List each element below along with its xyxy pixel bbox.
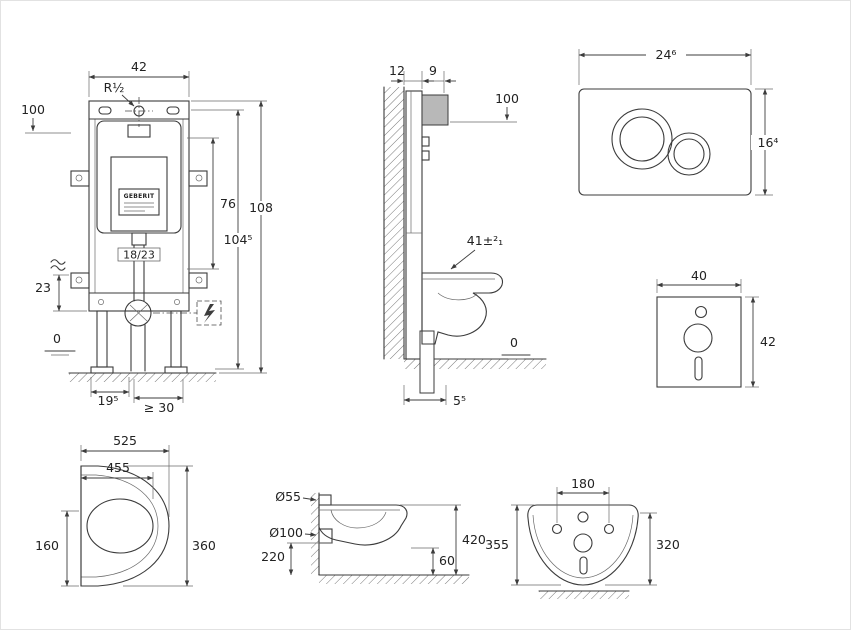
- dim-mat-height: 42: [760, 334, 776, 349]
- dim-19-5: 19⁵: [98, 393, 119, 408]
- flush-plate-view: 24⁶ 16⁴: [578, 47, 785, 196]
- dim-water-connection: R½: [104, 80, 125, 95]
- pan-side-view: Ø55 Ø100 220 420 60: [261, 489, 486, 584]
- service-window: [110, 156, 168, 232]
- dim-mat-width: 40: [691, 268, 707, 283]
- dim-plate-width: 24⁶: [656, 47, 677, 62]
- dim-41-tolerance: 41±²₁: [467, 233, 503, 248]
- flush-button-small: [667, 132, 711, 176]
- pan-top-view: 525 455 360 160: [35, 433, 216, 587]
- floor-hatch: [404, 359, 546, 369]
- protection-cover: [421, 94, 449, 126]
- wall-bracket: [188, 272, 208, 289]
- wall-hatch: [311, 493, 319, 575]
- dim-320: 320: [656, 537, 680, 552]
- wall-bracket: [70, 272, 90, 289]
- flush-button-large: [611, 108, 673, 170]
- dim-frame-width: 42: [131, 59, 147, 74]
- wall-bracket: [188, 170, 208, 187]
- fixing-hole: [603, 523, 615, 535]
- power-connection-icon: [204, 304, 215, 323]
- outlet-bend: [124, 299, 152, 327]
- outlet-pipe: [419, 330, 435, 394]
- frame-side-view: 12 9 100 41±²₁ 0 5⁵: [383, 63, 547, 408]
- dim-height-marker: 100: [495, 91, 519, 106]
- dim-9: 9: [429, 63, 437, 78]
- frame-leg: [96, 310, 108, 368]
- floor-hatch: [319, 575, 469, 584]
- pan-profile: [318, 504, 408, 546]
- level-zero: 0: [510, 335, 518, 350]
- dim-12: 12: [389, 63, 405, 78]
- dim-pan-depth: 525: [113, 433, 137, 448]
- insulation-mat-view: 40 42: [656, 268, 776, 388]
- dim-outlet-diameter: Ø100: [269, 525, 303, 540]
- flush-plate: [578, 88, 752, 196]
- dim-height-marker: 100: [21, 102, 45, 117]
- floor-hatch: [539, 591, 629, 599]
- dim-220: 220: [261, 549, 285, 564]
- dim-108: 108: [249, 200, 273, 215]
- brand-logo: GEBERIT: [124, 193, 155, 200]
- pan-outline: [527, 504, 639, 586]
- fixing-hole: [551, 523, 563, 535]
- dim-plate-height: 16⁴: [758, 135, 779, 150]
- dim-355: 355: [485, 537, 509, 552]
- dim-5-5: 5⁵: [453, 393, 466, 408]
- pan-profile: [421, 272, 504, 345]
- floor-hatch: [69, 373, 216, 382]
- frame-profile: [405, 90, 423, 360]
- frame-leg: [170, 310, 182, 368]
- wall-bracket: [70, 170, 90, 187]
- wall-hatch: [384, 87, 404, 359]
- pan-front-view: 180 355 320: [485, 476, 680, 599]
- dim-420: 420: [462, 532, 486, 547]
- dim-76: 76: [220, 196, 236, 211]
- pan-outline: [80, 465, 170, 587]
- dim-160: 160: [35, 538, 59, 553]
- insulation-mat: [656, 296, 742, 388]
- cistern: [96, 120, 182, 234]
- dim-455: 455: [106, 460, 130, 475]
- dim-pan-width: 360: [192, 538, 216, 553]
- flush-pipe: [318, 494, 332, 506]
- flex-connection-icon: [50, 259, 66, 265]
- level-zero: 0: [53, 331, 61, 346]
- dim-flush-pipe-diameter: Ø55: [275, 489, 301, 504]
- dim-min-30: ≥ 30: [144, 400, 174, 415]
- frame-outline: [88, 100, 190, 312]
- dim-60: 60: [439, 553, 455, 568]
- dim-outlet-offset: 18/23: [123, 249, 155, 262]
- frame-front-view: GEBERIT 18/23 42 R½ 100: [21, 59, 276, 415]
- bowl-opening: [86, 498, 154, 554]
- dim-fixing-distance: 180: [571, 476, 595, 491]
- dim-104-5: 104⁵: [224, 232, 253, 247]
- dim-23: 23: [35, 280, 51, 295]
